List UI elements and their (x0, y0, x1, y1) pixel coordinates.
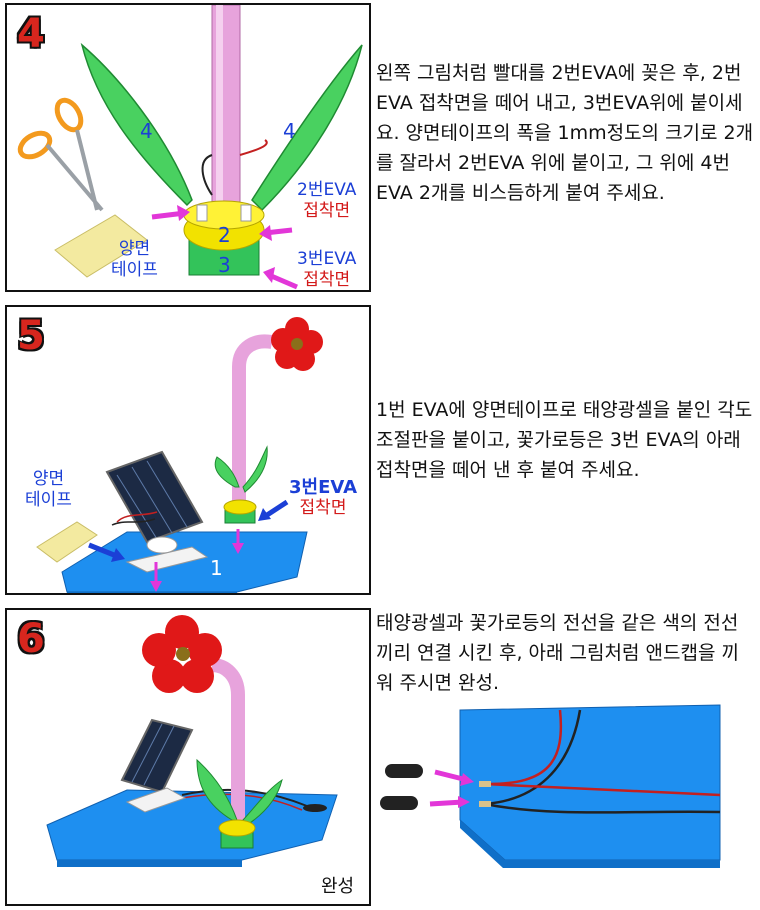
done-label: 완성 (321, 876, 355, 897)
eva3-adhesive-label: 3번EVA 접착면 (289, 477, 357, 519)
step-6-description: 태양광셀과 꽃가로등의 전선을 같은 색의 전선끼리 연결 시킨 후, 아래 그… (376, 612, 739, 694)
tape-label: 양면 테이프 (111, 239, 158, 281)
end-cap-icon (380, 764, 423, 810)
base-number: 1 (210, 556, 223, 580)
step-4-illustration (17, 5, 363, 290)
leaf-right (251, 44, 363, 212)
leaf-left (80, 42, 193, 207)
straw-stem (211, 658, 245, 820)
flower-icon (271, 317, 323, 371)
solar-panel-icon (120, 718, 194, 813)
tape-label: 양면 테이프 (25, 469, 72, 511)
leaf-left-label: 4 (140, 119, 153, 143)
eva2-number: 2 (218, 223, 231, 247)
tape-piece (54, 214, 148, 278)
end-cap-detail-illustration (380, 704, 721, 868)
step-4-description: 왼쪽 그림처럼 빨대를 2번EVA에 꽂은 후, 2번EVA 접착면을 떼어 내… (376, 62, 754, 204)
tape-label-line1: 양면 (118, 239, 151, 259)
straw-stem (232, 334, 274, 502)
solar-panel-icon (105, 450, 209, 573)
step-5-panel: 5 양면 테이프 3번EVA 접착면 1 (5, 305, 371, 595)
eva3-number: 3 (218, 253, 231, 277)
eva2-label-line1: 2번EVA (297, 180, 357, 200)
step-5-illustration (36, 317, 323, 593)
eva2-label-line2: 접착면 (303, 201, 351, 221)
eva2-adhesive-label: 2번EVA 접착면 (297, 180, 356, 222)
step-5-description: 1번 EVA에 양면테이프로 태양광셀을 붙인 각도조절판을 붙이고, 꽃가로등… (376, 399, 753, 481)
tape-label-line1: 양면 (32, 469, 65, 489)
flower-icon (142, 615, 222, 693)
eva3-label-line2: 접착면 (303, 270, 351, 290)
leaf-right-label: 4 (283, 119, 296, 143)
tape-piece (36, 521, 98, 563)
step-5-number: 5 (17, 313, 45, 359)
step-6-illustration (46, 615, 338, 867)
eva3-adhesive-label: 3번EVA 접착면 (297, 249, 357, 290)
scissors-icon (17, 97, 104, 212)
step-6-number: 6 (17, 616, 45, 662)
step-4-number: 4 (17, 11, 45, 57)
tape-label-line2: 테이프 (25, 490, 72, 510)
eva3-label-line1: 3번EVA (289, 477, 358, 498)
eva3-label-line2: 접착면 (299, 498, 347, 518)
step-4-panel: 4 4 4 2 3 양면 테이프 2번EVA 접착면 3번EVA 접착면 (5, 3, 371, 292)
tape-label-line2: 테이프 (111, 260, 158, 280)
step-6-panel: 6 완성 (5, 608, 371, 906)
eva3-label-line1: 3번EVA (297, 249, 357, 269)
